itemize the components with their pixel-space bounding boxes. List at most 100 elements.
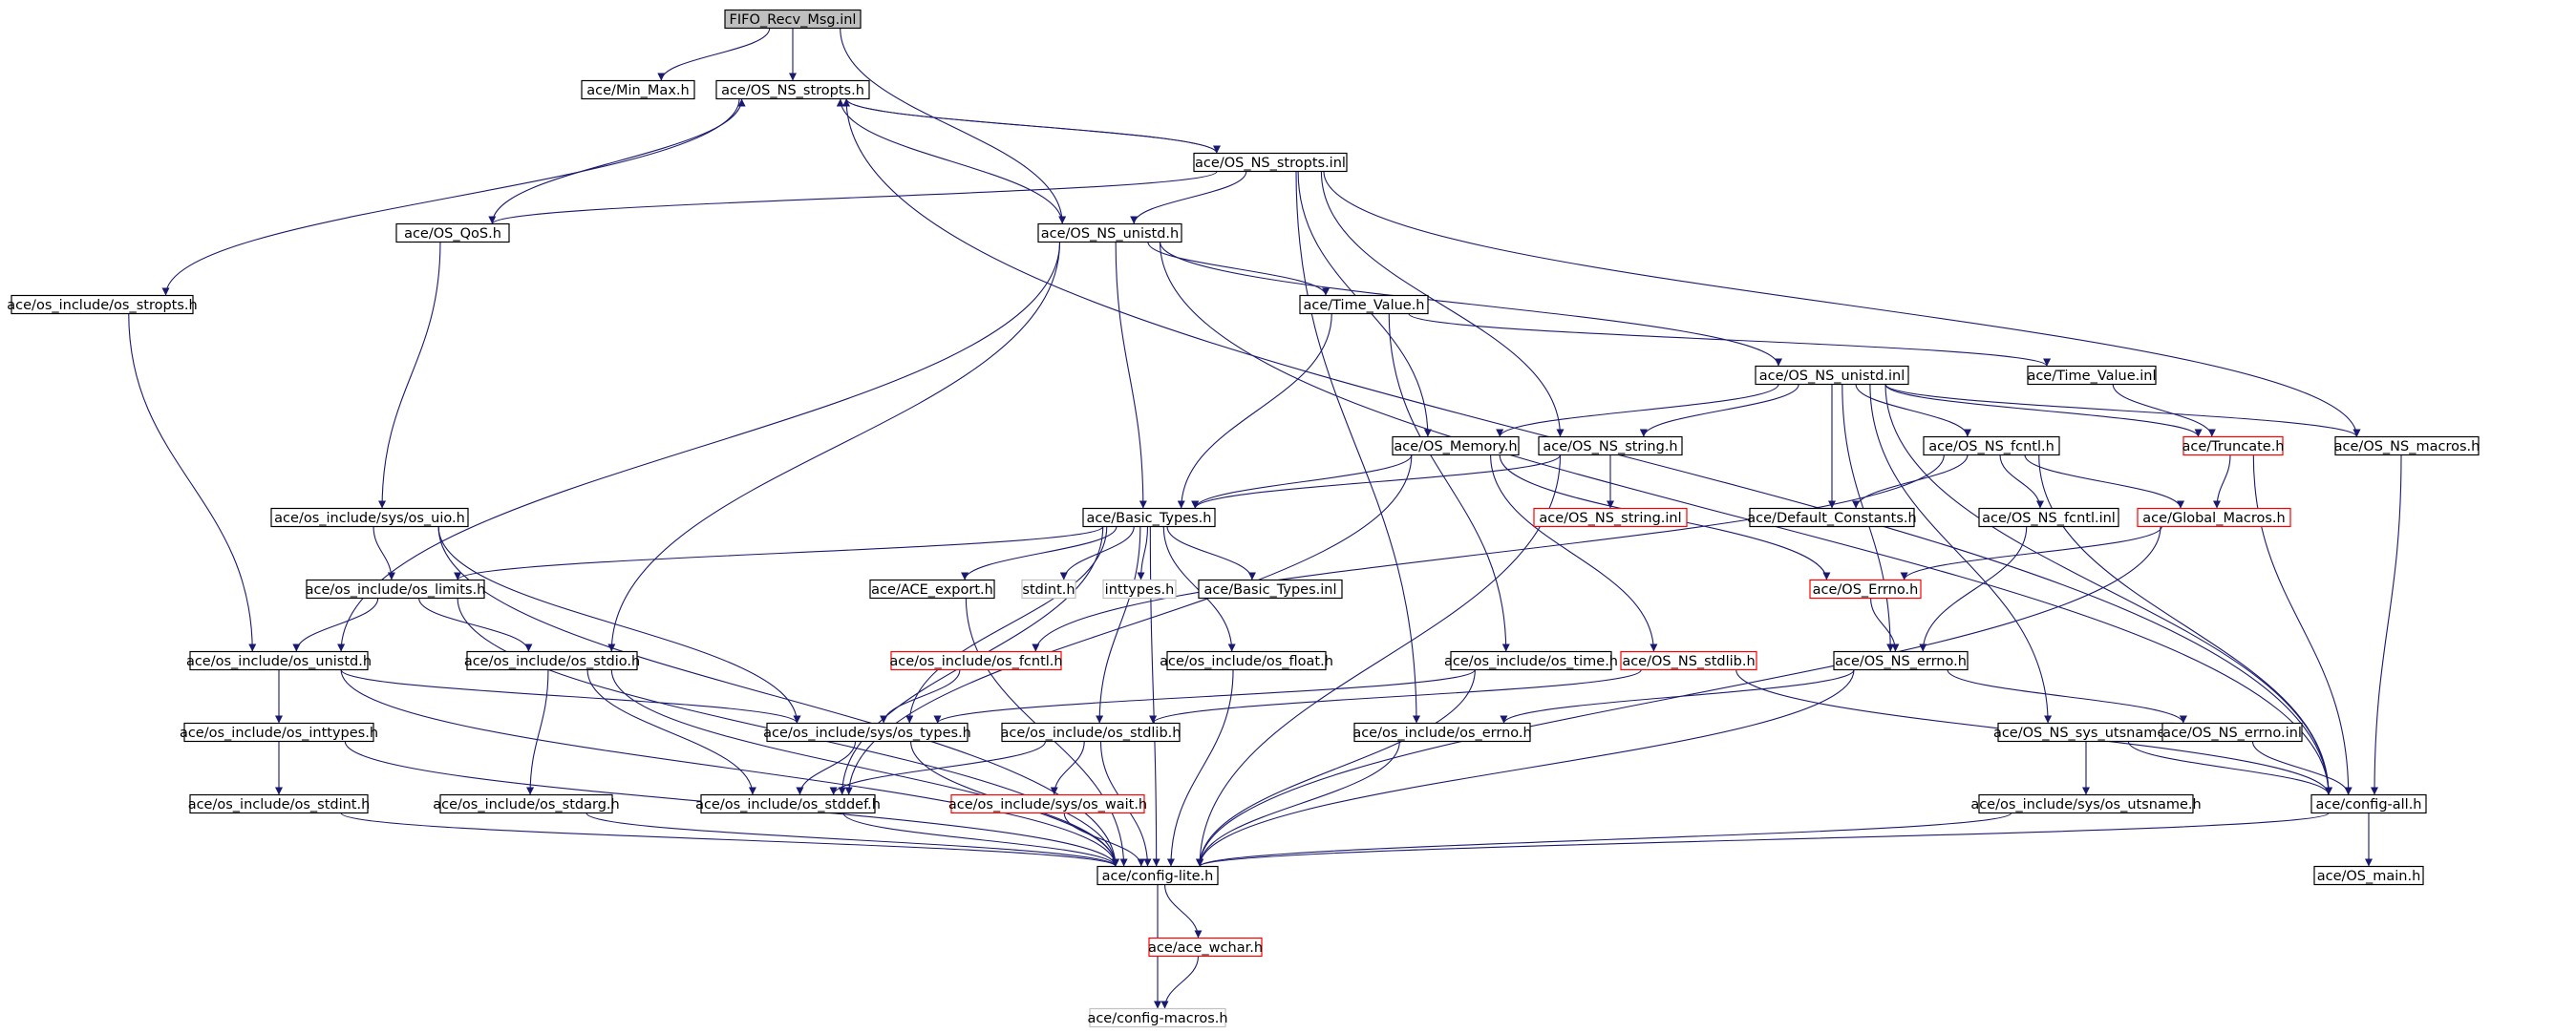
edge-n13-n21 (2024, 454, 2184, 509)
edge-n46-n47 (1196, 812, 2330, 867)
node-box (2310, 793, 2427, 814)
node-label: stdint.h (1022, 582, 1075, 598)
node-n35[interactable]: ace/os_include/os_inttypes.h (180, 722, 378, 743)
node-n50[interactable]: ace/config-macros.h (1087, 1007, 1228, 1028)
edge-n4-n3 (842, 98, 1218, 154)
node-n25[interactable]: inttypes.h (1102, 579, 1177, 600)
node-label: ace/Time_Value.inl (2027, 369, 2156, 384)
node-n5[interactable]: ace/OS_QoS.h (395, 222, 510, 243)
node-n6[interactable]: ace/OS_NS_unistd.h (1037, 222, 1182, 243)
edge-n13-n19 (1852, 454, 1969, 509)
node-n26[interactable]: ace/Basic_Types.inl (1198, 579, 1343, 600)
node-n17[interactable]: ace/Basic_Types.h (1082, 507, 1216, 528)
node-label: ace/OS_NS_unistd.inl (1759, 369, 1905, 384)
node-n23[interactable]: ace/ACE_export.h (869, 579, 995, 600)
node-label: ace/os_include/sys/os_uio.h (274, 511, 465, 526)
edge-n20-n34 (1919, 526, 2028, 652)
node-n24[interactable]: stdint.h (1021, 579, 1076, 600)
node-n29[interactable]: ace/os_include/os_stdio.h (464, 650, 640, 671)
node-label: ace/OS_NS_fcntl.h (1928, 439, 2054, 454)
node-n2[interactable]: ace/Min_Max.h (581, 79, 695, 100)
node-n36[interactable]: ace/os_include/sys/os_types.h (763, 722, 971, 743)
node-label: ace/OS_NS_stropts.inl (1195, 156, 1346, 171)
edge-n41-n47 (340, 812, 1119, 867)
edge-n3-n7 (161, 98, 740, 296)
node-label: ace/OS_NS_sys_utsname.h (1993, 726, 2179, 741)
node-n27[interactable]: ace/OS_Errno.h (1809, 579, 1922, 600)
node-n44[interactable]: ace/os_include/sys/os_wait.h (948, 793, 1147, 814)
node-n49[interactable]: ace/ace_wchar.h (1148, 937, 1263, 958)
node-n22[interactable]: ace/os_include/os_limits.h (306, 579, 486, 600)
node-label: ace/OS_NS_errno.h (1835, 654, 1967, 669)
node-n20[interactable]: ace/OS_NS_fcntl.inl (1978, 507, 2119, 528)
node-box (1978, 507, 2119, 528)
node-label: inttypes.h (1105, 582, 1175, 598)
node-n3[interactable]: ace/OS_NS_stropts.h (715, 79, 870, 100)
edge-n43-n47 (842, 812, 1119, 867)
node-n12[interactable]: ace/OS_NS_string.h (1538, 435, 1683, 456)
edge-n16-n22 (373, 526, 395, 580)
edge-n9-n14 (1884, 384, 2203, 437)
edge-n4-n6 (1130, 171, 1247, 224)
node-n10[interactable]: ace/Time_Value.inl (2027, 365, 2157, 386)
node-n39[interactable]: ace/OS_NS_sys_utsname.h (1993, 722, 2179, 743)
node-box (869, 579, 995, 600)
node-box (1833, 650, 1969, 671)
edge-n11-n43 (844, 454, 1413, 795)
node-n7[interactable]: ace/os_include/os_stropts.h (7, 294, 198, 315)
edge-n9-n12 (1639, 384, 1799, 437)
node-n40[interactable]: ace/OS_NS_errno.inl (2161, 722, 2303, 743)
edge-n14-n46 (2252, 454, 2352, 795)
node-box (2182, 435, 2284, 456)
edge-n17-n24 (1059, 526, 1135, 580)
node-n8[interactable]: ace/Time_Value.h (1299, 294, 1429, 315)
edge-n37-n43 (829, 741, 1046, 795)
node-n15[interactable]: ace/OS_NS_macros.h (2334, 435, 2480, 456)
node-label: ace/os_include/sys/os_wait.h (948, 797, 1147, 812)
node-n1[interactable]: FIFO_Recv_Msg.inl (724, 9, 862, 30)
node-n9[interactable]: ace/OS_NS_unistd.inl (1755, 365, 1909, 386)
node-label: ace/os_include/os_stdint.h (188, 797, 371, 812)
node-n42[interactable]: ace/os_include/os_stdarg.h (433, 793, 620, 814)
node-n13[interactable]: ace/OS_NS_fcntl.h (1923, 435, 2060, 456)
node-n43[interactable]: ace/os_include/os_stddef.h (695, 793, 881, 814)
node-label: ace/OS_NS_unistd.h (1041, 226, 1179, 242)
node-box (11, 294, 194, 315)
node-n11[interactable]: ace/OS_Memory.h (1392, 435, 1520, 456)
edge-n37-n44 (1050, 741, 1085, 795)
node-n31[interactable]: ace/os_include/os_float.h (1160, 650, 1333, 671)
node-n45[interactable]: ace/os_include/sys/os_utsname.h (1970, 793, 2202, 814)
node-label: ace/os_include/os_stdarg.h (433, 797, 619, 812)
node-label: ace/Default_Constants.h (1747, 511, 1916, 526)
edge-n6-n29 (607, 242, 1061, 652)
node-n37[interactable]: ace/os_include/os_stdlib.h (1001, 722, 1182, 743)
node-n16[interactable]: ace/os_include/sys/os_uio.h (270, 507, 469, 528)
node-n32[interactable]: ace/os_include/os_time.h (1444, 650, 1618, 671)
node-n33[interactable]: ace/OS_NS_stdlib.h (1620, 650, 1757, 671)
edge-n12-n17 (1191, 454, 1562, 509)
node-label: ace/os_include/os_inttypes.h (180, 726, 378, 741)
edge-n17-n23 (961, 526, 1118, 580)
node-label: ace/Global_Macros.h (2142, 511, 2285, 526)
edge-n36-n43 (796, 741, 857, 795)
node-n19[interactable]: ace/Default_Constants.h (1747, 507, 1917, 528)
edge-n9-n39 (1869, 384, 2053, 724)
node-n4[interactable]: ace/OS_NS_stropts.inl (1193, 152, 1348, 173)
node-n41[interactable]: ace/os_include/os_stdint.h (188, 793, 371, 814)
node-n46[interactable]: ace/config-all.h (2310, 793, 2427, 814)
edge-n7-n28 (128, 313, 257, 652)
edge-n40-n46 (2251, 741, 2352, 795)
node-n18[interactable]: ace/OS_NS_string.inl (1533, 507, 1688, 528)
node-n34[interactable]: ace/OS_NS_errno.h (1833, 650, 1969, 671)
node-n14[interactable]: ace/Truncate.h (2182, 435, 2285, 456)
node-n48[interactable]: ace/OS_main.h (2313, 865, 2424, 886)
edge-n17-n31 (1162, 526, 1236, 652)
node-n30[interactable]: ace/os_include/os_fcntl.h (889, 650, 1063, 671)
edge-n17-n26 (1166, 526, 1256, 580)
edge-n17-n47 (1149, 526, 1160, 867)
node-n21[interactable]: ace/Global_Macros.h (2137, 507, 2291, 528)
node-label: ace/config-all.h (2315, 797, 2421, 812)
node-n47[interactable]: ace/config-lite.h (1096, 865, 1219, 886)
node-n28[interactable]: ace/os_include/os_unistd.h (186, 650, 372, 671)
node-n38[interactable]: ace/os_include/os_errno.h (1352, 722, 1532, 743)
